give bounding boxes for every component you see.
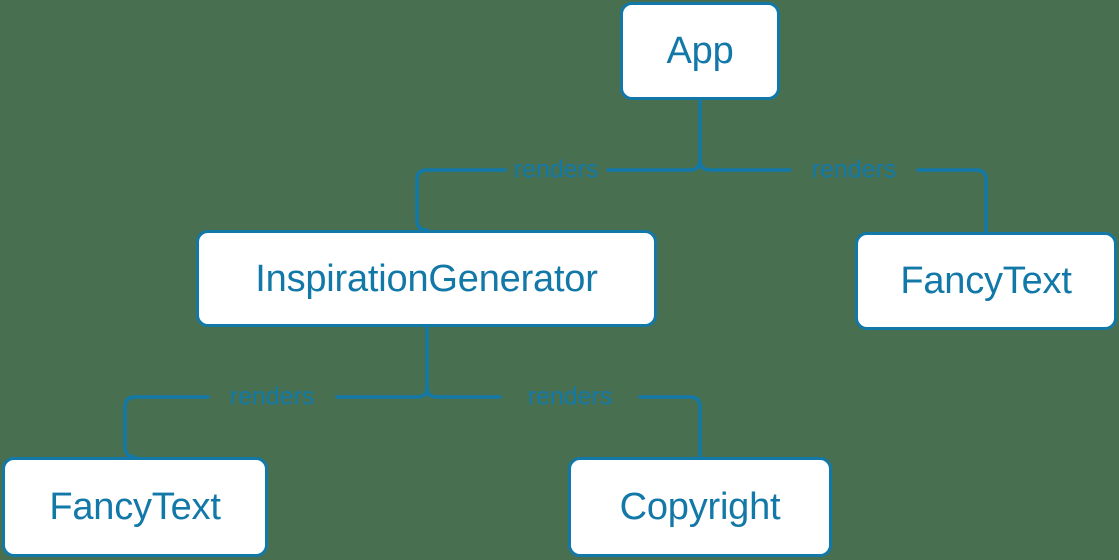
node-inspiration-generator-label: InspirationGenerator	[255, 257, 598, 300]
node-app[interactable]: App	[620, 2, 780, 100]
node-fancy-text-left[interactable]: FancyText	[2, 457, 268, 557]
node-app-label: App	[666, 30, 734, 72]
edge-label-app-fancy-right: renders	[811, 155, 897, 184]
node-fancy-text-right[interactable]: FancyText	[855, 232, 1117, 330]
edge-label-inspgen-fancy-left: renders	[229, 382, 315, 411]
node-inspiration-generator[interactable]: InspirationGenerator	[196, 230, 657, 327]
node-fancy-text-right-label: FancyText	[900, 260, 1072, 302]
node-fancy-text-left-label: FancyText	[49, 486, 221, 528]
node-copyright-label: Copyright	[619, 486, 781, 528]
edge-label-inspgen-copyright: renders	[527, 382, 613, 411]
edge-label-app-inspgen: renders	[513, 155, 599, 184]
node-copyright[interactable]: Copyright	[568, 457, 832, 557]
